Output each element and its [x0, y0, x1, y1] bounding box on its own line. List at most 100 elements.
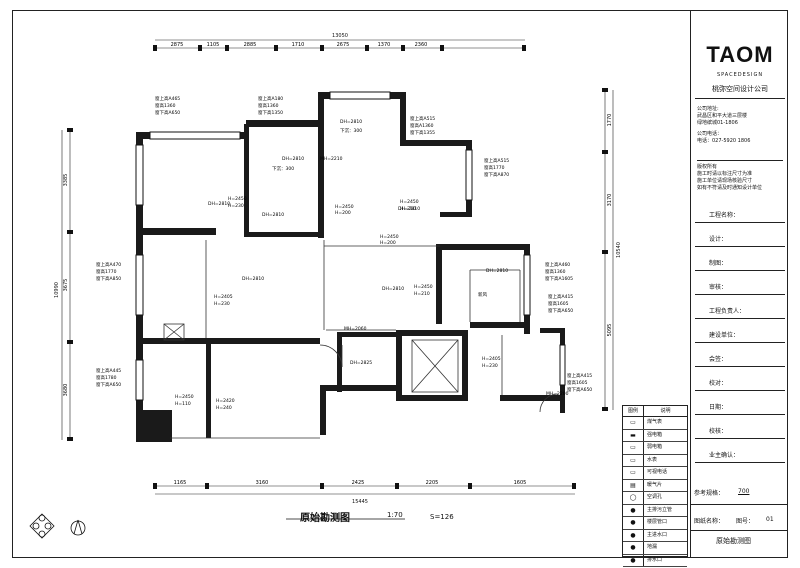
plan-label: H=2405 [214, 294, 233, 300]
logo-subtitle: SPACEDESIGN [716, 72, 764, 78]
plan-label: 窗高1770 [484, 164, 505, 171]
legend-symbol-icon: ◯ [623, 492, 644, 504]
plan-label: DH=2810 [340, 119, 362, 125]
plan-label: 窗高1780 [96, 374, 117, 381]
dimension-label: 2675 [337, 42, 350, 48]
field-label: 工程名称： [709, 212, 740, 219]
plan-label: 窗高1605 [567, 379, 588, 386]
plan-label: H=240 [216, 405, 232, 411]
plan-label: 窗高1360 [545, 268, 566, 275]
legend-label: 弱电箱 [647, 444, 663, 450]
plan-annotations: 窗上高A465窗高1360窗下高A650窗上高A180窗高1360窗下高1350… [96, 95, 592, 411]
plan-label: H=2450 [380, 234, 399, 240]
legend-row: ●主排污立管 [623, 504, 687, 517]
dim-right-total: 10540 [616, 242, 622, 258]
plan-label: H=2450 [414, 284, 433, 290]
legend-label: 水表 [647, 456, 658, 463]
field-label: 业主确认： [709, 452, 740, 459]
field-label: 会签： [709, 356, 728, 363]
plan-label: DH=2810 [262, 212, 284, 218]
dimension-label: 1370 [378, 42, 391, 48]
legend-label: 强电箱 [647, 431, 663, 438]
plan-label: 窗上高A445 [96, 367, 121, 374]
legend-label: 可视电话 [647, 469, 668, 475]
legend-label: 暖气片 [647, 481, 663, 488]
plan-label: 窗下高A850 [96, 275, 121, 282]
plan-label: H=230 [214, 301, 230, 307]
plan-label: 窗高1360 [258, 102, 279, 109]
plan-label: H=210 [414, 291, 430, 297]
legend-symbol-icon: ● [623, 542, 644, 554]
copyright-line: 施工时请以标注尺寸为准 [697, 171, 753, 177]
plan-label: H=2420 [216, 398, 235, 404]
legend-symbol-icon: ▬ [623, 429, 644, 441]
legend-label: 排水口 [647, 556, 663, 563]
plan-label: 下沉：300 [272, 165, 294, 172]
dim-bottom-total: 15445 [352, 499, 368, 505]
title-block-field: 设计： [695, 234, 785, 247]
legend-table: 图例 说明 ▭煤气表▬强电箱▭弱电箱▭水表▭可视电话▤暖气片◯空调孔●主排污立管… [622, 405, 688, 567]
dimension-label: 3385 [63, 174, 69, 187]
plan-label: 窗下高A650 [155, 109, 180, 116]
legend-label: 地漏 [647, 544, 658, 550]
legend-row: ▭可视电话 [623, 467, 687, 480]
copyright-line: 施工单位请现场核验尺寸 [697, 178, 753, 184]
legend-label: 煤气表 [647, 419, 663, 425]
plan-label: 窗高1360 [155, 102, 176, 109]
floor-plan: 13050 15445 10990 10540 2875110528851710… [29, 33, 622, 539]
dimension-label: 3170 [607, 194, 613, 207]
legend-row: ◯空调孔 [623, 492, 687, 505]
plan-label: 窗下高A650 [567, 386, 592, 393]
plan-label: 窗上高A415 [567, 372, 592, 379]
plan-label: 窗高1770 [96, 268, 117, 275]
legend-row: ▤暖气片 [623, 479, 687, 492]
plan-label: 新风 [478, 291, 487, 298]
title-block-field: 校核： [695, 426, 785, 439]
drawing-frame [12, 10, 788, 558]
plan-scale: 1:70 [387, 511, 403, 519]
address-line: 武昌区和平大道三层楼 [697, 113, 748, 119]
dimension-label: 2360 [415, 42, 428, 48]
plan-label: 窗高1605 [548, 300, 569, 307]
field-label: 建设单位： [709, 332, 740, 339]
plan-label: 窗上高A470 [96, 261, 121, 268]
plan-label: H=200 [380, 240, 396, 246]
dimension-label: 3680 [63, 384, 69, 397]
legend-symbol-icon: ● [623, 517, 644, 529]
legend-symbol-icon: ▭ [623, 454, 644, 466]
legend-label: 空调孔 [647, 494, 663, 500]
dimension-label: 2885 [244, 42, 257, 48]
title-block-field: 制图： [695, 258, 785, 271]
dimension-label: 2875 [171, 42, 184, 48]
dimension-label: 3160 [256, 480, 269, 486]
plan-label: H=2450 [335, 204, 354, 210]
dim-left-total: 10990 [54, 282, 60, 298]
address-line: 绿地缤城01-1806 [697, 120, 738, 126]
plan-label: DH=2810 [382, 286, 404, 292]
ref-value: 700 [738, 488, 750, 495]
legend-symbol-icon: ▭ [623, 467, 644, 479]
plan-label: H=2450 [228, 196, 247, 202]
plan-label: 窗上高A465 [155, 95, 180, 102]
title-block-field: 工程负责人： [695, 306, 785, 319]
plan-label: MH=2210 [320, 156, 343, 162]
legend-label: 主排污立管 [647, 506, 673, 513]
legend-symbol-icon: ▭ [623, 417, 644, 429]
plan-label: 下沉：300 [340, 127, 362, 134]
drawing-no: 01 [766, 516, 774, 523]
legend-symbol-icon: ▭ [623, 442, 644, 454]
plan-label: 窗下高1355 [410, 129, 435, 136]
dim-top-total: 13050 [332, 33, 348, 39]
field-label: 设计： [709, 236, 728, 243]
dimension-label: 1710 [292, 42, 305, 48]
copyright-line: 版权所有 [697, 164, 718, 170]
plan-label: H=210 [400, 206, 416, 212]
plan-label: H=2405 [482, 356, 501, 362]
plan-label: H=230 [228, 203, 244, 209]
plan-label: MH=2200 [546, 391, 569, 397]
field-label: 工程负责人： [709, 308, 746, 315]
company-name: 桃弥空间设计公司 [695, 84, 785, 99]
dimension-label: 3675 [63, 279, 69, 292]
